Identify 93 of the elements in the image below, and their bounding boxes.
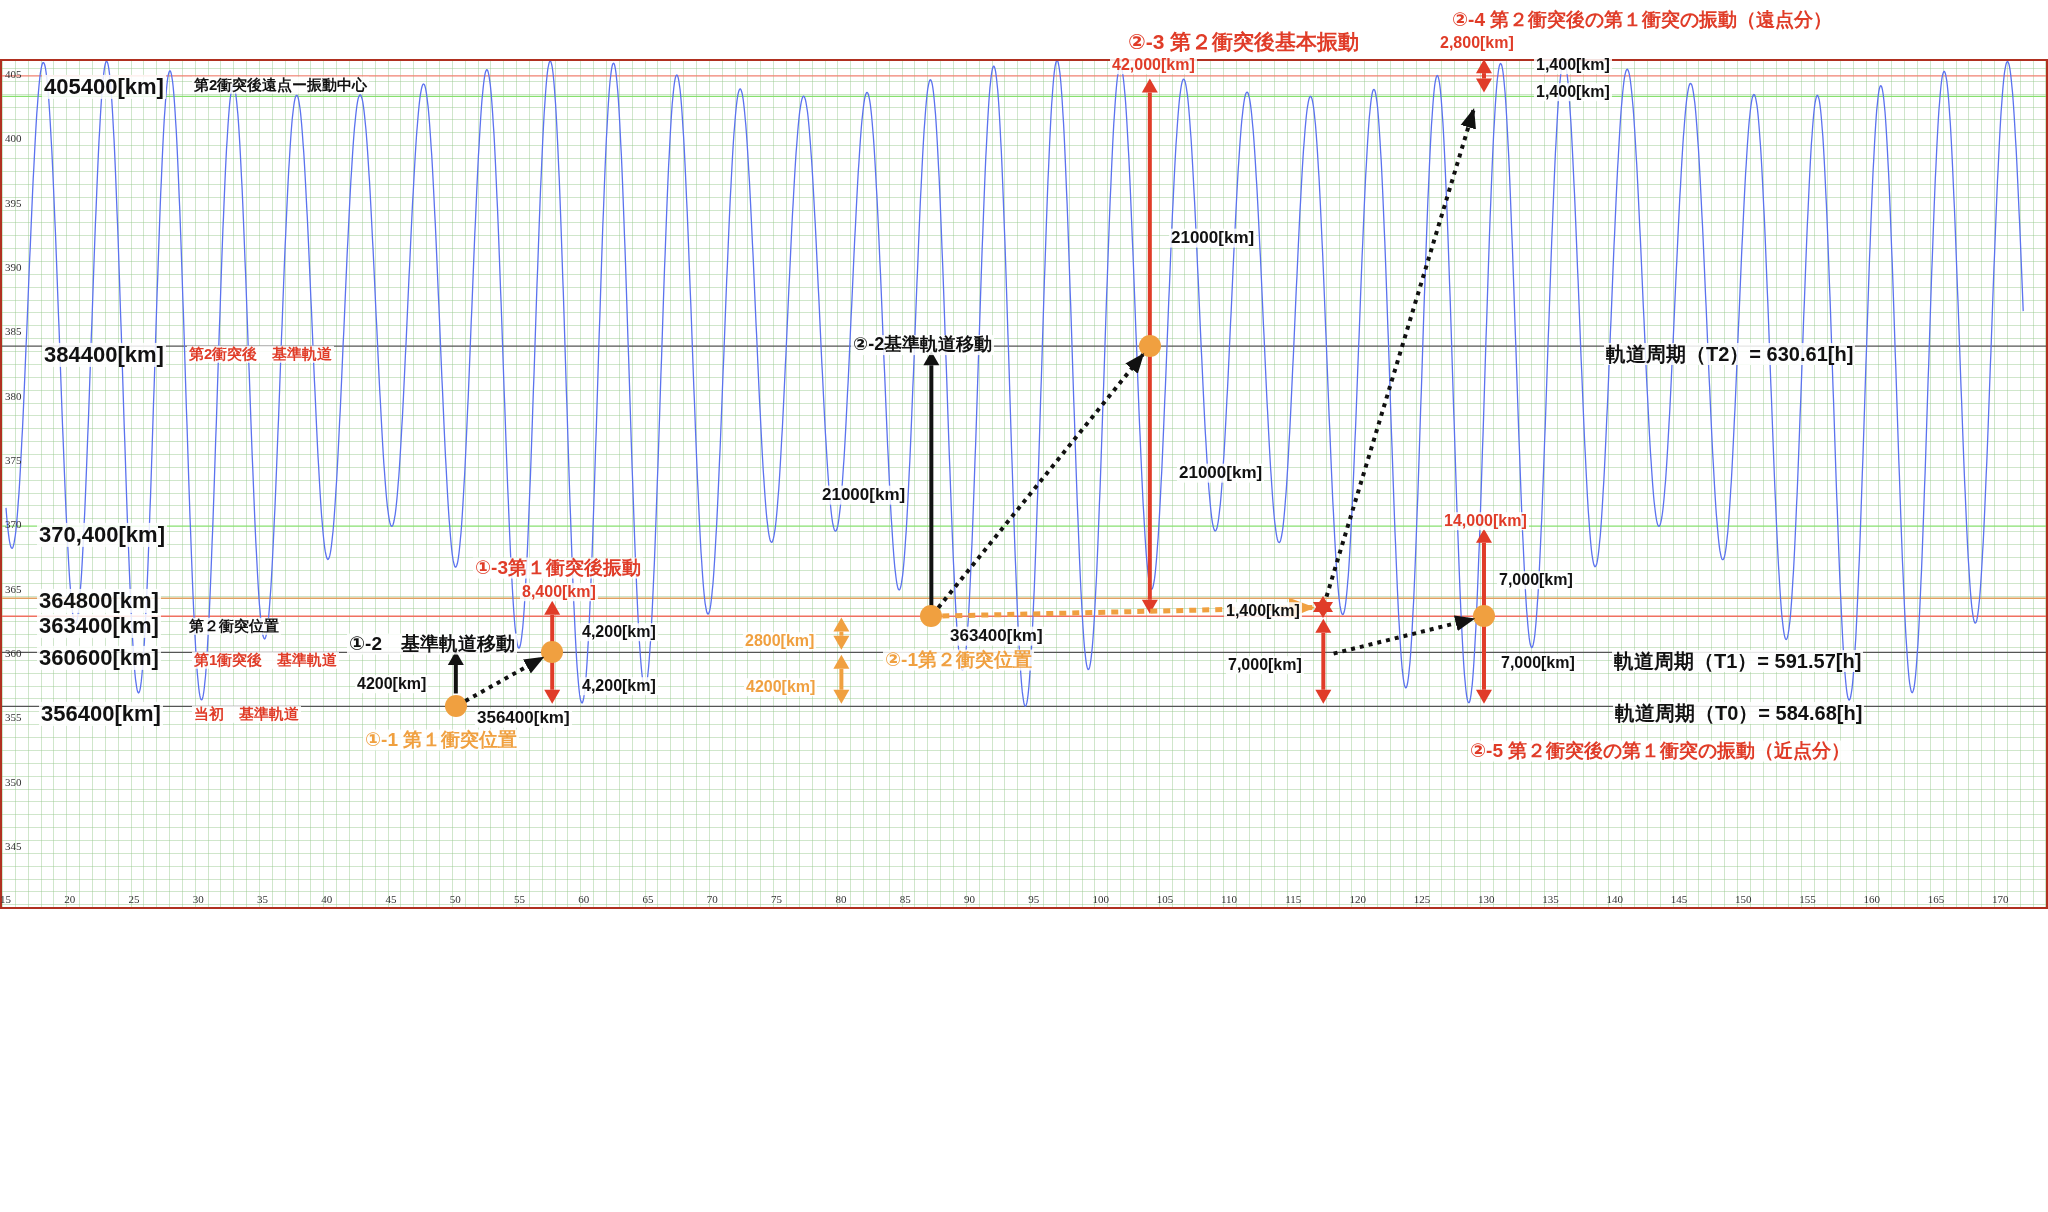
axis-tick-label: 95 [1028, 893, 1040, 905]
measurement-label: 2,800[km] [1440, 34, 1514, 52]
note-text: 第2衝突後 基準軌道 [187, 345, 335, 363]
measurement-label: 2800[km] [743, 632, 817, 650]
collision-point [1472, 605, 1495, 628]
axis-tick-label: 80 [835, 893, 847, 905]
annotation-heading: ①-3第１衝突後振動 [473, 557, 643, 579]
measurement-label: 14,000[km] [1442, 512, 1529, 530]
axis-tick-label: 105 [1156, 893, 1174, 905]
axis-tick-label: 345 [5, 840, 22, 852]
axis-tick-label: 150 [1735, 893, 1752, 905]
orbit-value-label: 360600[km] [37, 645, 161, 671]
measurement-label: 1,400[km] [1534, 56, 1612, 74]
axis-tick-label: 380 [5, 389, 22, 402]
measurement-label: 21000[km] [1169, 228, 1257, 248]
dotted-arrow [464, 655, 545, 703]
collision-point [444, 695, 467, 718]
axis-tick-label: 30 [192, 893, 204, 905]
axis-tick-label: 140 [1606, 893, 1623, 905]
note-text: 第２衝突位置 [187, 617, 281, 635]
annotation-heading: ②-1第２衝突位置 [883, 649, 1034, 671]
axis-tick-label: 390 [5, 261, 22, 273]
axis-tick-label: 385 [5, 325, 22, 338]
axis-tick-label: 60 [578, 893, 590, 905]
axis-tick-label: 70 [706, 893, 718, 905]
orbit-value-label: 356400[km] [39, 701, 163, 727]
axis-tick-label: 155 [1799, 893, 1816, 905]
axis-tick-label: 40 [321, 893, 333, 905]
measurement-label: 7,000[km] [1226, 656, 1304, 674]
note-text: 当初 基準軌道 [192, 705, 301, 723]
axis-tick-label: 45 [385, 893, 397, 905]
axis-tick-label: 375 [5, 454, 22, 466]
measurement-label: 363400[km] [948, 626, 1045, 646]
measurement-label: 21000[km] [1177, 463, 1265, 483]
axis-tick-label: 400 [5, 132, 22, 145]
orbit-value-label: 370,400[km] [37, 522, 167, 548]
axis-tick-label: 120 [1349, 893, 1366, 905]
measurement-label: 356400[km] [475, 708, 572, 728]
orbit-value-label: 405400[km] [42, 74, 166, 100]
measurement-label: 4200[km] [744, 678, 818, 696]
axis-tick-label: 145 [1670, 893, 1688, 905]
note-text: 第1衝突後 基準軌道 [192, 651, 340, 669]
axis-tick-label: 405 [5, 68, 22, 80]
collision-point [920, 605, 943, 628]
axis-tick-label: 20 [64, 893, 76, 905]
dotted-arrow [936, 353, 1145, 609]
measurement-label: 4,200[km] [580, 677, 658, 695]
collision-point [1138, 335, 1161, 358]
period-label: 軌道周期（T0）= 584.68[h] [1613, 702, 1865, 724]
measurement-label: 4,200[km] [580, 623, 658, 641]
measurement-label: 7,000[km] [1497, 571, 1575, 589]
axis-tick-label: 55 [514, 893, 526, 905]
annotation-heading: ①-2 基準軌道移動 [347, 633, 517, 655]
orbit-value-label: 364800[km] [37, 588, 161, 614]
measurement-label: 7,000[km] [1499, 654, 1577, 672]
annotation-heading: ②-5 第２衝突後の第１衝突の振動（近点分） [1468, 740, 1853, 762]
axis-tick-label: 35 [257, 893, 269, 905]
axis-tick-label: 50 [449, 893, 461, 905]
orbit-value-label: 384400[km] [42, 342, 166, 368]
axis-tick-label: 165 [1927, 893, 1945, 905]
star-marker [1312, 596, 1335, 619]
collision-point [541, 641, 564, 664]
axis-tick-label: 75 [771, 893, 783, 905]
axis-tick-label: 350 [5, 775, 22, 788]
measurement-label: 1,400[km] [1224, 602, 1302, 620]
axis-tick-label: 125 [1413, 893, 1431, 905]
axis-tick-label: 65 [642, 893, 654, 905]
dotted-arrow [1324, 108, 1476, 598]
axis-tick-label: 135 [1542, 893, 1559, 905]
orbit-value-label: 363400[km] [37, 613, 161, 639]
axis-tick-label: 395 [5, 196, 22, 209]
axis-tick-label: 160 [1863, 893, 1881, 905]
axis-tick-label: 355 [5, 711, 22, 724]
annotation-heading: ②-2基準軌道移動 [851, 335, 995, 355]
axis-tick-label: 90 [963, 893, 975, 905]
measurement-label: 4200[km] [355, 675, 429, 693]
axis-tick-label: 115 [1285, 893, 1302, 905]
dotted-arrow [1333, 615, 1476, 656]
measurement-label: 1,400[km] [1534, 83, 1612, 101]
measurement-label: 21000[km] [820, 485, 908, 505]
axis-tick-label: 170 [1992, 893, 2009, 905]
axis-tick-label: 25 [128, 893, 140, 905]
axis-tick-label: 130 [1477, 893, 1495, 905]
axis-tick-label: 85 [899, 893, 911, 905]
period-label: 軌道周期（T2）= 630.61[h] [1604, 343, 1856, 365]
axis-tick-label: 100 [1092, 893, 1109, 905]
note-text: 第2衝突後遠点ー振動中心 [192, 76, 370, 94]
axis-tick-label: 110 [1220, 893, 1238, 905]
annotation-heading: ①-1 第１衝突位置 [363, 729, 520, 751]
axis-tick-label: 365 [5, 582, 22, 595]
period-label: 軌道周期（T1）= 591.57[h] [1612, 650, 1864, 672]
measurement-label: 42,000[km] [1110, 56, 1197, 74]
measurement-label: 8,400[km] [520, 583, 598, 601]
